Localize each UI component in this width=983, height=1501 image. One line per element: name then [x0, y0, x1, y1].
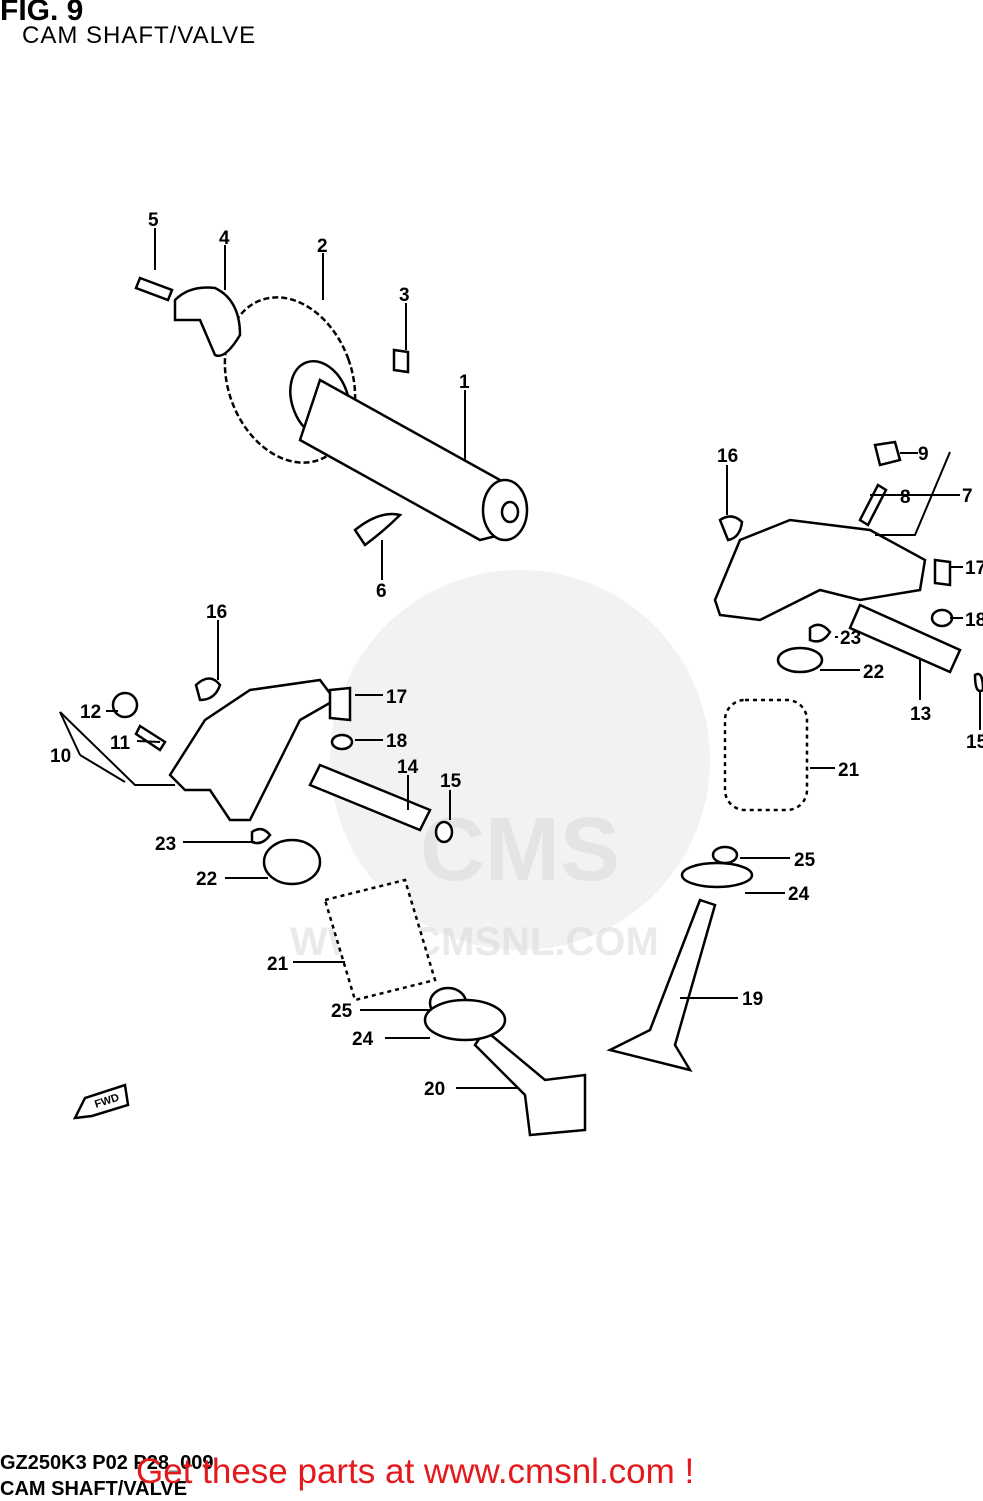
forward-direction-arrow: FWD	[72, 1083, 130, 1120]
callout-8: 8	[900, 487, 911, 508]
callout-16-right: 16	[717, 446, 738, 467]
oring-15-left-shape	[434, 820, 454, 844]
callout-23-right: 23	[840, 628, 861, 649]
callout-24-right: 24	[788, 884, 810, 905]
watermark-brand: CMS	[420, 800, 620, 900]
callout-13: 13	[910, 704, 931, 725]
callout-19: 19	[742, 989, 763, 1010]
valve-spring-left	[323, 878, 437, 1002]
figure-title: CAM SHAFT/VALVE	[22, 22, 257, 49]
bolt-5-shape	[134, 276, 174, 302]
retainer-22-left-shape	[262, 838, 322, 886]
callout-6: 6	[376, 581, 387, 602]
cam-plate-4-shape	[173, 286, 242, 358]
exhaust-valve-20	[423, 986, 587, 1137]
footer-title: CAM SHAFT/VALVE	[0, 1478, 188, 1500]
callout-23-left: 23	[155, 834, 176, 855]
leader-lines	[59, 228, 981, 1089]
callout-1: 1	[459, 372, 470, 393]
intake-valve-19	[606, 845, 754, 1072]
callout-24-left: 24	[352, 1029, 374, 1050]
callout-22-right: 22	[863, 662, 884, 683]
rocker-shaft-14-shape	[308, 763, 432, 832]
callout-4: 4	[219, 228, 230, 249]
callout-3: 3	[399, 285, 410, 306]
callout-10: 10	[50, 746, 71, 767]
valve-spring-right	[723, 698, 809, 812]
callout-17-right: 17	[965, 558, 983, 579]
callout-9: 9	[918, 444, 929, 465]
cotter-23-left-shape	[250, 827, 272, 845]
callout-16-left: 16	[206, 602, 227, 623]
oring-15-right-shape	[973, 672, 983, 693]
callout-25-left: 25	[331, 1001, 353, 1022]
rocker-shaft-13-shape	[848, 603, 962, 674]
callout-21-left: 21	[267, 954, 289, 975]
callout-18-right: 18	[965, 610, 983, 631]
callout-12: 12	[80, 702, 101, 723]
rocker-arm-right	[713, 440, 954, 628]
retainer-22-right-shape	[776, 646, 824, 674]
callout-22-left: 22	[196, 869, 217, 890]
callout-17-left: 17	[386, 687, 407, 708]
diagram-code: GZ250K3 P02 P28_009	[0, 1452, 214, 1474]
callout-25-right: 25	[794, 850, 816, 871]
callout-2: 2	[317, 236, 328, 257]
cotter-23-right-shape	[808, 623, 832, 643]
callout-18-left: 18	[386, 731, 407, 752]
figure-number: FIG. 9	[0, 0, 84, 27]
callout-14: 14	[397, 757, 419, 778]
promo-link[interactable]: Get these parts at www.cmsnl.com !	[136, 1452, 695, 1491]
callout-labels: 5 4 2 3 1 6 16 9 8 7 17 18 23 22 13 15 2…	[50, 210, 983, 1100]
callout-11: 11	[110, 733, 131, 754]
callout-5: 5	[148, 210, 159, 231]
rocker-arm-left	[111, 677, 354, 822]
watermark-logo-circle	[330, 570, 710, 950]
callout-15-left: 15	[440, 771, 462, 792]
callout-7: 7	[962, 486, 973, 507]
callout-20: 20	[424, 1079, 445, 1100]
circlip-6-shape	[353, 512, 403, 547]
callout-15-right: 15	[966, 732, 983, 753]
camshaft	[298, 378, 529, 542]
pin-3-shape	[392, 348, 410, 374]
callout-21-right: 21	[838, 760, 860, 781]
